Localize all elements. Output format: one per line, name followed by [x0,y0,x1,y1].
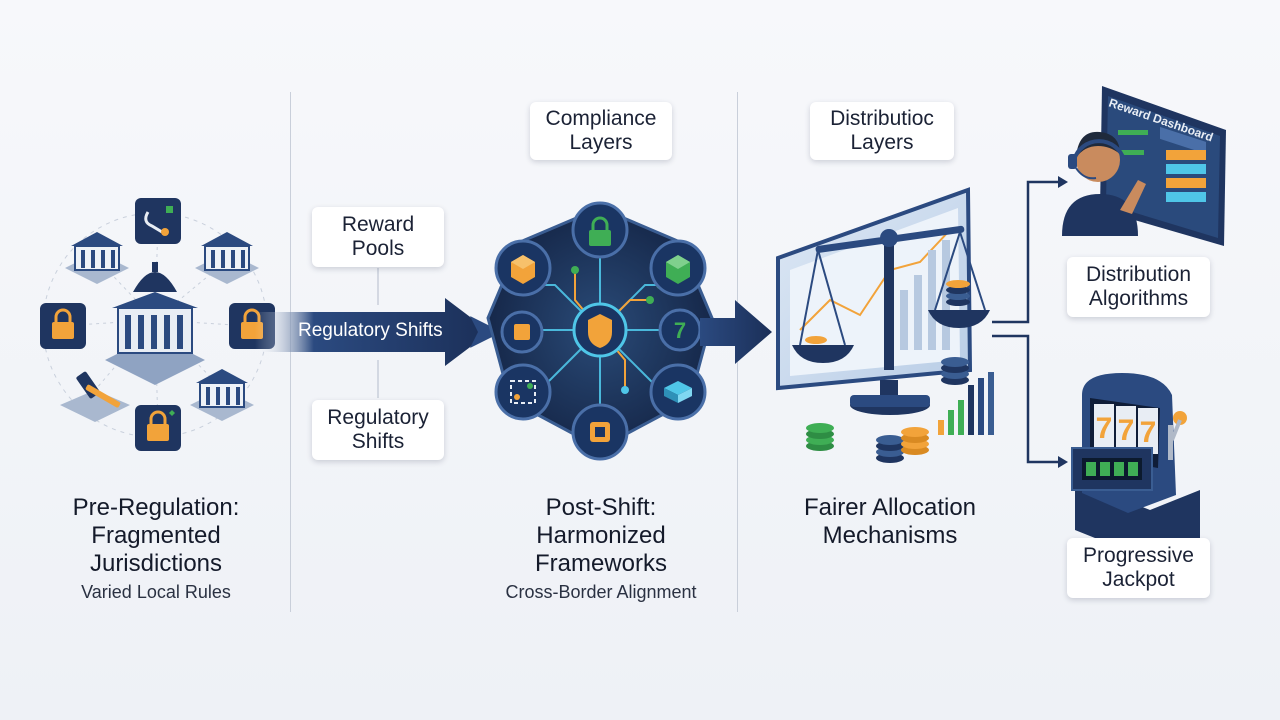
branch-connector [992,180,1058,464]
distribution-algorithms-text: Distribution Algorithms [1085,263,1192,310]
pre-regulation-subtitle: Varied Local Rules [81,582,231,602]
lock-icon [135,405,181,451]
fairer-allocation-title: Fairer Allocation Mechanisms [803,494,977,549]
government-building-icon [105,262,205,385]
compliance-layers-label: Compliance Layers [530,102,672,160]
progressive-jackpot-label: Progressive Jackpot [1067,538,1210,598]
pre-regulation-cluster [40,198,275,451]
reel-symbol: 7 [1140,416,1157,449]
regulatory-shifts-text: Regulatory Shifts [327,406,429,453]
reel-symbol: 7 [1096,412,1113,445]
regulatory-shifts-label: Regulatory Shifts [312,400,444,460]
lock-icon [571,201,629,259]
reward-pools-text: Reward Pools [341,213,415,260]
flow-arrow-center [700,300,772,364]
network-link-icon [135,198,181,244]
gavel-icon [60,371,130,422]
distribution-layers-text: Distributioc Layers [830,107,934,154]
cube-icon [649,239,707,297]
shield-icon [572,302,628,358]
number-seven-icon: 7 [658,308,702,352]
post-shift-subtitle: Cross-Border Alignment [505,582,697,602]
operator-headset-icon [1062,131,1146,236]
harmonized-hub: 7 [486,201,714,461]
slot-machine-icon: 7 7 7 [1071,373,1200,560]
lock-icon [40,303,86,349]
compliance-layers-text: Compliance Layers [545,107,657,154]
bank-icon [190,369,254,421]
reel-symbol: 7 [1118,414,1135,447]
reward-pools-label: Reward Pools [312,207,444,267]
coin-stack-icon [806,357,969,463]
post-shift-title: Post-Shift: Harmonized Frameworks [534,494,667,577]
pre-regulation-title: Pre-Regulation: Fragmented Jurisdictions [72,494,240,577]
regulatory-shifts-arrow [255,298,502,366]
bar-chart-icon [938,372,994,435]
slot-seven-glyph: 7 [674,318,686,343]
distribution-layers-label: Distributioc Layers [810,102,954,160]
chip-icon [500,310,544,354]
distribution-algorithms-label: Distribution Algorithms [1067,257,1210,317]
chip-icon [571,403,629,461]
regulatory-shifts-arrow-label: Regulatory Shifts [298,320,443,341]
network-link-icon [494,363,552,421]
bank-icon [195,232,259,284]
cube-icon [494,239,552,297]
bank-icon [65,232,129,284]
balance-scale-icon [792,225,990,370]
chip-icon [649,363,707,421]
monitor-icon [776,187,973,415]
progressive-jackpot-text: Progressive Jackpot [1083,544,1194,591]
